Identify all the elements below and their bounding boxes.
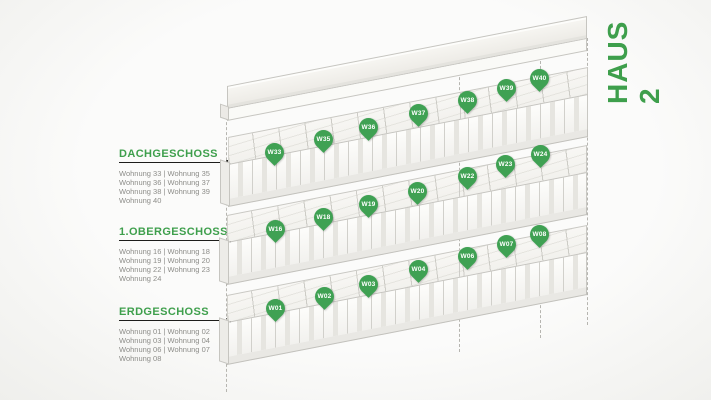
leader-line [119, 318, 231, 323]
floor-end-cap [219, 237, 229, 285]
apartment-list-line: Wohnung 03 | Wohnung 04 [119, 336, 210, 345]
apartment-pin-w24[interactable]: W24 [526, 140, 554, 168]
apartment-pin-label: W35 [316, 135, 330, 143]
apartment-pin-w20[interactable]: W20 [403, 177, 431, 205]
apartment-pin-w02[interactable]: W02 [310, 282, 338, 310]
apartment-pin-w16[interactable]: W16 [261, 215, 289, 243]
apartment-pin-w22[interactable]: W22 [453, 162, 481, 190]
building-title: HAUS 2 [602, 20, 665, 104]
apartment-pin-w19[interactable]: W19 [354, 190, 382, 218]
apartment-pin-label: W36 [361, 123, 375, 131]
floor-title-erdgeschoss: ERDGESCHOSS [119, 306, 209, 318]
apartment-pin-w38[interactable]: W38 [453, 86, 481, 114]
apartment-pin-w35[interactable]: W35 [309, 125, 337, 153]
leader-line [119, 160, 231, 165]
dashed-guide-line [587, 38, 588, 325]
apartment-pin-label: W07 [499, 240, 513, 248]
apartment-pin-w18[interactable]: W18 [309, 203, 337, 231]
apartment-pin-label: W16 [268, 225, 282, 233]
apartment-pin-w39[interactable]: W39 [492, 74, 520, 102]
apartment-pin-label: W08 [532, 230, 546, 238]
apartment-list-line: Wohnung 06 | Wohnung 07 [119, 345, 210, 354]
apartment-pin-w08[interactable]: W08 [525, 220, 553, 248]
apartment-pin-label: W04 [411, 265, 425, 273]
apartment-list-line: Wohnung 01 | Wohnung 02 [119, 327, 210, 336]
floor-title-dachgeschoss: DACHGESCHOSS [119, 148, 218, 160]
apartment-pin-label: W38 [460, 96, 474, 104]
apartment-pin-label: W19 [361, 200, 375, 208]
apartment-pin-w06[interactable]: W06 [453, 242, 481, 270]
apartment-pin-w03[interactable]: W03 [354, 270, 382, 298]
apartment-pin-label: W03 [361, 280, 375, 288]
apartment-pin-w40[interactable]: W40 [525, 64, 553, 92]
apartment-pin-w23[interactable]: W23 [491, 150, 519, 178]
apartment-pin-w36[interactable]: W36 [354, 113, 382, 141]
roof-end-cap [220, 103, 229, 121]
apartment-list-line: Wohnung 40 [119, 196, 162, 205]
apartment-pin-label: W20 [410, 187, 424, 195]
leader-line [119, 238, 231, 243]
apartment-pin-label: W40 [532, 74, 546, 82]
floor-title-obergeschoss: 1.OBERGESCHOSS [119, 226, 228, 238]
apartment-pin-w33[interactable]: W33 [260, 138, 288, 166]
apartment-list-line: Wohnung 22 | Wohnung 23 [119, 265, 210, 274]
apartment-pin-w07[interactable]: W07 [492, 230, 520, 258]
apartment-pin-w37[interactable]: W37 [404, 99, 432, 127]
apartment-pin-label: W37 [411, 109, 425, 117]
apartment-list-line: Wohnung 16 | Wohnung 18 [119, 247, 210, 256]
floor-end-cap [220, 159, 230, 207]
apartment-list-line: Wohnung 19 | Wohnung 20 [119, 256, 210, 265]
apartment-pin-label: W06 [460, 252, 474, 260]
apartment-pin-label: W02 [317, 292, 331, 300]
apartment-list-line: Wohnung 24 [119, 274, 162, 283]
apartment-pin-label: W39 [499, 84, 513, 92]
apartment-pin-label: W24 [533, 150, 547, 158]
apartment-list-line: Wohnung 08 [119, 354, 162, 363]
floor-end-cap [219, 317, 229, 365]
apartment-pin-label: W22 [460, 172, 474, 180]
apartment-pin-label: W01 [268, 304, 282, 312]
apartment-pin-w04[interactable]: W04 [404, 255, 432, 283]
apartment-list-line: Wohnung 38 | Wohnung 39 [119, 187, 210, 196]
apartment-pin-label: W18 [316, 213, 330, 221]
apartment-list-line: Wohnung 36 | Wohnung 37 [119, 178, 210, 187]
apartment-pin-label: W33 [267, 148, 281, 156]
apartment-pin-w01[interactable]: W01 [261, 294, 289, 322]
apartment-list-line: Wohnung 33 | Wohnung 35 [119, 169, 210, 178]
apartment-pin-label: W23 [498, 160, 512, 168]
